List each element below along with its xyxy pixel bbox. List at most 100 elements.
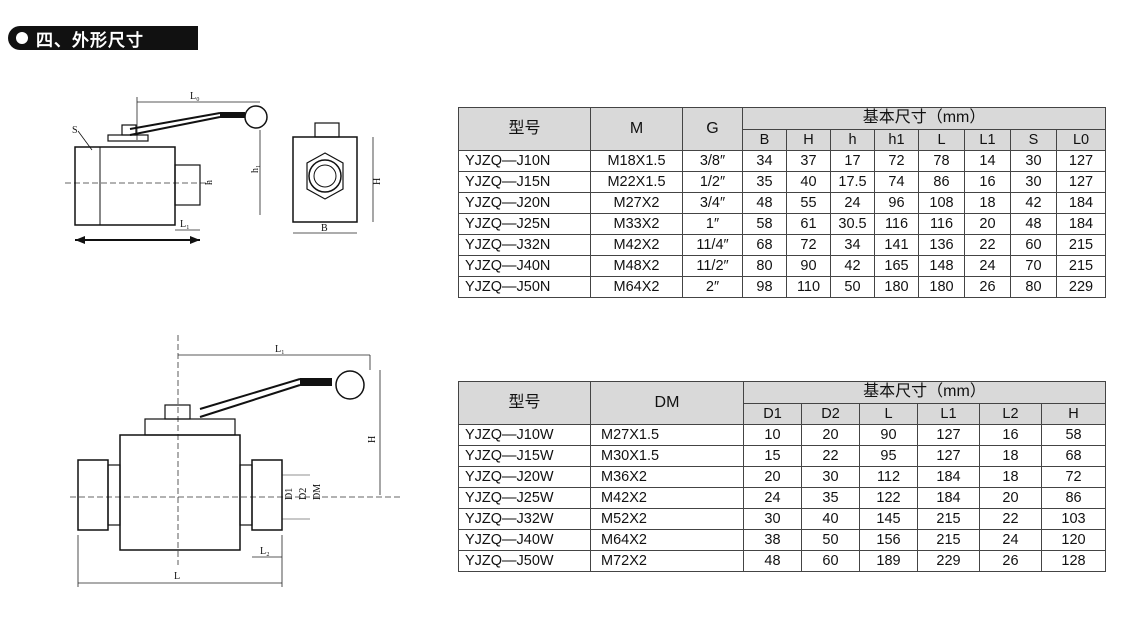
header-l1-w: L1: [917, 402, 980, 425]
cell-value: 30: [1010, 150, 1057, 172]
cell-model: YJZQ—J15N: [458, 171, 591, 193]
cell-value: 55: [786, 192, 831, 214]
label-d2: D2: [298, 488, 309, 500]
cell-model: YJZQ—J10W: [458, 424, 591, 446]
cell-value: 127: [917, 445, 980, 467]
cell-m: M27X2: [590, 192, 683, 214]
cell-value: 18: [979, 466, 1042, 488]
cell-value: 42: [1010, 192, 1057, 214]
cell-value: 136: [918, 234, 965, 256]
cell-value: 20: [801, 424, 860, 446]
label-d1: D1: [284, 488, 295, 500]
cell-value: 180: [874, 276, 919, 298]
cell-dm: M52X2: [590, 508, 744, 530]
cell-g: 11/4″: [682, 234, 743, 256]
cell-value: 17: [830, 150, 875, 172]
cell-value: 18: [979, 445, 1042, 467]
label-hh: H: [372, 178, 383, 185]
cell-value: 72: [786, 234, 831, 256]
cell-model: YJZQ—J25W: [458, 487, 591, 509]
cell-value: 145: [859, 508, 918, 530]
cell-value: 30: [743, 508, 802, 530]
label-top-h: H: [367, 436, 378, 443]
cell-value: 50: [830, 276, 875, 298]
cell-value: 20: [743, 466, 802, 488]
cell-m: M22X1.5: [590, 171, 683, 193]
header-g: G: [682, 107, 743, 151]
cell-value: 128: [1040, 550, 1107, 572]
header-l: L: [918, 128, 965, 151]
cell-value: 215: [1055, 234, 1107, 256]
cell-value: 20: [964, 213, 1011, 235]
cell-value: 165: [874, 255, 919, 277]
cell-value: 24: [743, 487, 802, 509]
cell-value: 116: [874, 213, 919, 235]
cell-value: 112: [859, 466, 918, 488]
header-m: M: [590, 107, 683, 151]
cell-value: 20: [979, 487, 1042, 509]
header-d2: D2: [801, 402, 860, 425]
cell-dm: M27X1.5: [590, 424, 744, 446]
cell-value: 80: [742, 255, 787, 277]
cell-model: YJZQ—J50N: [458, 276, 591, 298]
cell-value: 184: [917, 487, 980, 509]
cell-value: 24: [964, 255, 1011, 277]
cell-value: 141: [874, 234, 919, 256]
header-h: H: [786, 128, 831, 151]
cell-value: 110: [786, 276, 831, 298]
cell-value: 30: [1010, 171, 1057, 193]
cell-value: 18: [964, 192, 1011, 214]
cell-m: M64X2: [590, 276, 683, 298]
header-h-w: H: [1040, 402, 1107, 425]
label-h1: h₁: [250, 165, 261, 174]
cell-model: YJZQ—J10N: [458, 150, 591, 172]
drawing-n-side-view: L₀ S h₁ h L₁: [60, 85, 280, 255]
cell-value: 26: [964, 276, 1011, 298]
cell-value: 17.5: [830, 171, 875, 193]
cell-value: 156: [859, 529, 918, 551]
cell-value: 24: [979, 529, 1042, 551]
cell-value: 34: [742, 150, 787, 172]
cell-value: 116: [918, 213, 965, 235]
cell-value: 90: [786, 255, 831, 277]
cell-value: 42: [830, 255, 875, 277]
cell-value: 35: [742, 171, 787, 193]
cell-value: 35: [801, 487, 860, 509]
cell-value: 48: [742, 192, 787, 214]
cell-g: 1″: [682, 213, 743, 235]
label-l0: L₀: [190, 91, 200, 102]
cell-value: 95: [859, 445, 918, 467]
cell-value: 58: [742, 213, 787, 235]
cell-value: 34: [830, 234, 875, 256]
header-l2-w: L2: [979, 402, 1042, 425]
cell-value: 40: [786, 171, 831, 193]
bullet-icon: [16, 32, 28, 44]
cell-value: 127: [1055, 150, 1107, 172]
header-h1: h1: [874, 128, 919, 151]
cell-value: 30.5: [830, 213, 875, 235]
cell-value: 184: [1055, 213, 1107, 235]
cell-value: 98: [742, 276, 787, 298]
cell-value: 148: [918, 255, 965, 277]
cell-m: M42X2: [590, 234, 683, 256]
header-l0: L0: [1055, 128, 1107, 151]
cell-model: YJZQ—J32N: [458, 234, 591, 256]
cell-value: 78: [918, 150, 965, 172]
header-s: S: [1010, 128, 1057, 151]
cell-value: 86: [918, 171, 965, 193]
header-basic-dimensions-w: 基本尺寸（mm）: [742, 381, 1107, 404]
cell-model: YJZQ—J15W: [458, 445, 591, 467]
label-l1: L₁: [180, 219, 190, 230]
cell-value: 122: [859, 487, 918, 509]
cell-g: 1/2″: [682, 171, 743, 193]
cell-value: 68: [1040, 445, 1107, 467]
cell-value: 48: [1010, 213, 1057, 235]
